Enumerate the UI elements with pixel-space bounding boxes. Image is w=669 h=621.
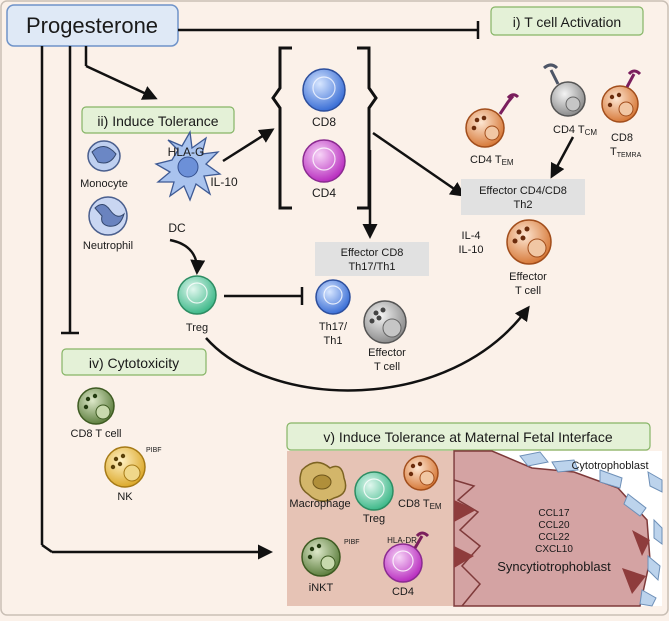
cd8-temra-label-1: CD8 [611, 132, 633, 144]
effector-cd8-line1: Effector CD8 [341, 247, 404, 259]
dc-label: DC [168, 221, 186, 235]
macrophage-label: Macrophage [289, 498, 350, 510]
cd4-interface-label: CD4 [392, 586, 414, 598]
il10-label: IL-10 [210, 175, 238, 189]
cd4-tem-cell [465, 93, 520, 148]
effector2-label-2: T cell [515, 285, 541, 297]
th1-label: Th1 [324, 335, 343, 347]
cytotrophoblast-label: Cytotrophoblast [571, 460, 648, 472]
cytotrophoblast-cells [519, 451, 663, 607]
effector-cd8-line2: Th17/Th1 [348, 261, 395, 273]
effector-cd4cd8-line2: Th2 [514, 199, 533, 211]
cd8-tem-interface-label: CD8 TEM [398, 498, 442, 511]
cell-bracket [271, 46, 378, 210]
monocyte-label: Monocyte [80, 178, 128, 190]
chemokine-ccl22: CCL22 [538, 532, 570, 543]
effector-tcell-label-1: Effector [368, 347, 406, 359]
inkt-label: iNKT [309, 582, 334, 594]
syncytiotrophoblast-label: Syncytiotrophoblast [497, 559, 611, 574]
chemokine-list: CCL17 CCL20 CCL22 CXCL10 [535, 508, 573, 555]
hla-dr-label: HLA-DR [387, 536, 417, 545]
progesterone-box [6, 4, 179, 47]
cd8-cell [302, 68, 346, 112]
section-cytotoxicity [61, 348, 207, 376]
nk-label: NK [117, 491, 133, 503]
cd4-interface-cell [383, 531, 430, 583]
pibf-label-inkt: PIBF [344, 539, 360, 546]
pibf-label-nk: PIBF [146, 447, 162, 454]
macrophage-cell [299, 461, 347, 502]
cd8-tcell-olive [77, 387, 115, 425]
cd8-ttemra-cell [601, 69, 642, 123]
effector-tcell-grey [363, 300, 407, 344]
connector-lines [40, 21, 575, 560]
dendritic-cell [154, 129, 222, 202]
cd4-cell [302, 139, 346, 183]
section-t-activation [490, 6, 644, 36]
section-cytotoxicity-label: iv) Cytotoxicity [89, 355, 179, 371]
cd4-tem-label: CD4 TEM [470, 154, 514, 167]
neutrophil-label: Neutrophil [83, 240, 133, 252]
section-maternal-fetal-label: v) Induce Tolerance at Maternal Fetal In… [323, 429, 612, 445]
section-maternal-fetal [286, 422, 651, 451]
section-t-activation-label: i) T cell Activation [513, 14, 621, 30]
chemokine-ccl20: CCL20 [538, 520, 570, 531]
effector-cd8-box [315, 242, 429, 276]
syncytio-edges [454, 500, 650, 594]
cd4-tcm-cell [543, 63, 586, 117]
effector-cd4cd8-box [461, 179, 585, 215]
nk-cell [104, 446, 146, 488]
inkt-cell [301, 537, 341, 577]
il4-label: IL-4 [462, 230, 481, 242]
hla-g-label: HLA-G [168, 145, 205, 159]
progesterone-label: Progesterone [26, 13, 158, 38]
section-induce-tolerance [81, 106, 235, 134]
effector2-label-1: Effector [509, 271, 547, 283]
cd4-tcm-label: CD4 TCM [553, 124, 597, 137]
cd4-label: CD4 [312, 186, 336, 200]
th17-label: Th17/ [319, 321, 348, 333]
effector-tcell-orange [506, 219, 552, 265]
effector-cd4cd8-line1: Effector CD4/CD8 [479, 185, 567, 197]
effector-tcell-label-2: T cell [374, 361, 400, 373]
cd8-tem-interface-cell [403, 455, 439, 491]
monocyte-cell [87, 140, 121, 172]
cd8-tcell-label: CD8 T cell [71, 428, 122, 440]
section-induce-tolerance-label: ii) Induce Tolerance [97, 113, 218, 129]
treg-interface-cell [354, 471, 394, 511]
il10-th2-label: IL-10 [458, 244, 483, 256]
th17-th1-cell [315, 279, 351, 315]
treg-interface-label: Treg [363, 513, 385, 525]
cd8-label: CD8 [312, 115, 336, 129]
chemokine-cxcl10: CXCL10 [535, 544, 573, 555]
chemokine-ccl17: CCL17 [538, 508, 570, 519]
neutrophil-cell [88, 196, 128, 236]
treg-label: Treg [186, 322, 208, 334]
treg-cell [177, 275, 217, 315]
cd8-temra-label-2: TTEMRA [610, 146, 642, 159]
